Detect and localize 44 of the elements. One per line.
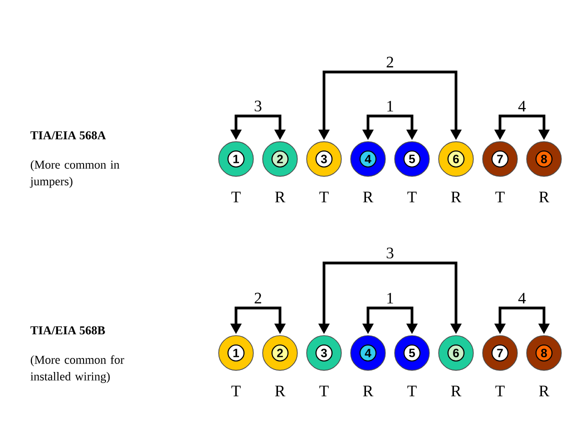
jack-pin: 1 [218,141,254,177]
standard-heading: TIA/EIA 568A [30,131,106,140]
pin-label: R [451,192,462,202]
jack-pin: 8 [526,335,562,371]
pin-label: R [363,192,374,202]
pair-number: 1 [387,292,394,304]
pin-label: T [407,192,417,202]
jack-pin: 6 [438,335,474,371]
jack-pin: 2 [262,141,298,177]
pair-number: 2 [386,56,394,68]
pair-number: 3 [386,248,394,258]
pin-label: T [319,386,329,396]
jack-pin: 4 [350,141,386,177]
jack-pin: 7 [482,335,518,371]
jack-pin: 7 [482,141,518,177]
pin-label: T [231,192,241,202]
pin-label: R [451,386,462,396]
jack-pin: 2 [262,335,298,371]
jack-pin: 4 [350,335,386,371]
jack-pin: 3 [306,335,342,371]
pin-label: T [495,192,505,202]
pin-label: R [275,192,286,202]
pin-label: R [539,386,550,396]
pair-number: 3 [254,100,262,112]
pin-label: R [539,192,550,202]
pair-number: 4 [518,100,526,112]
pair-number: 1 [387,100,394,112]
pin-label: T [319,192,329,202]
pin-label: T [407,386,417,396]
pin-label: T [231,386,241,396]
pin-label: T [495,386,505,396]
pair-number: 2 [254,292,262,304]
jack-pin: 5 [394,335,430,371]
jack-pin: 8 [526,141,562,177]
pair-number: 4 [518,292,526,304]
pin-label: R [363,386,374,396]
standard-heading: TIA/EIA 568B [30,326,105,334]
pin-label: R [275,386,286,396]
jack-pin: 6 [438,141,474,177]
jack-pin: 1 [218,335,254,371]
usage-note: (More common for installed wiring) [30,355,124,383]
jack-pin: 5 [394,141,430,177]
jack-pin: 3 [306,141,342,177]
usage-note: (More common in jumpers) [30,160,120,188]
